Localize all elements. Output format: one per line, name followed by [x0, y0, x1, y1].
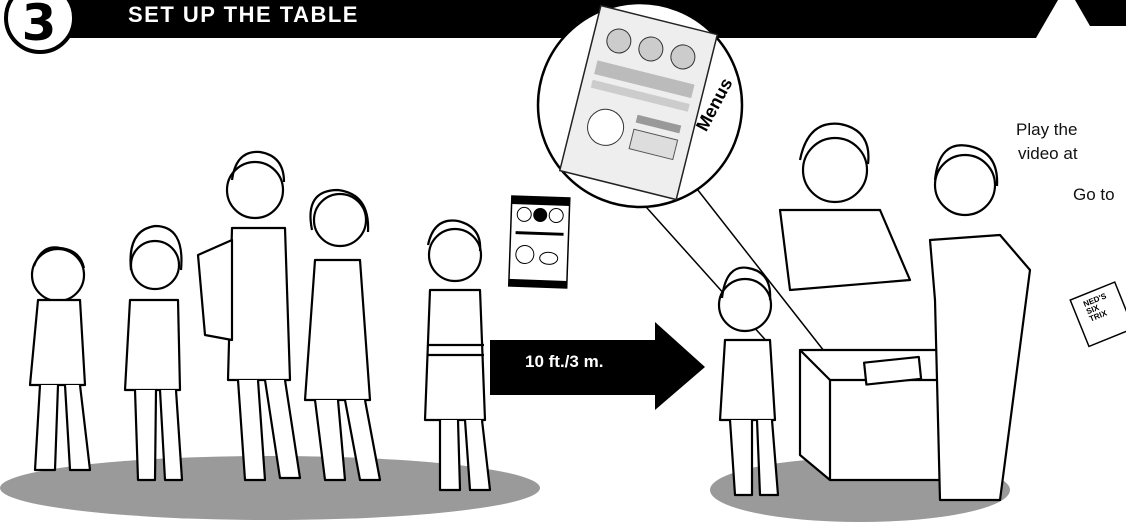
kids-in-line — [30, 152, 490, 490]
step-number: 3 — [6, 0, 72, 52]
vendor-scene — [719, 124, 1030, 500]
page-title: SET UP THE TABLE — [128, 2, 359, 28]
distance-label: 10 ft./3 m. — [525, 352, 603, 372]
side-text-line-3: Go to — [1073, 185, 1115, 205]
header-bar-right-tab — [1075, 0, 1126, 26]
side-text-line-1: Play the — [1016, 120, 1077, 140]
side-text-line-2: video at — [1018, 144, 1078, 164]
small-menu-card — [509, 196, 570, 288]
